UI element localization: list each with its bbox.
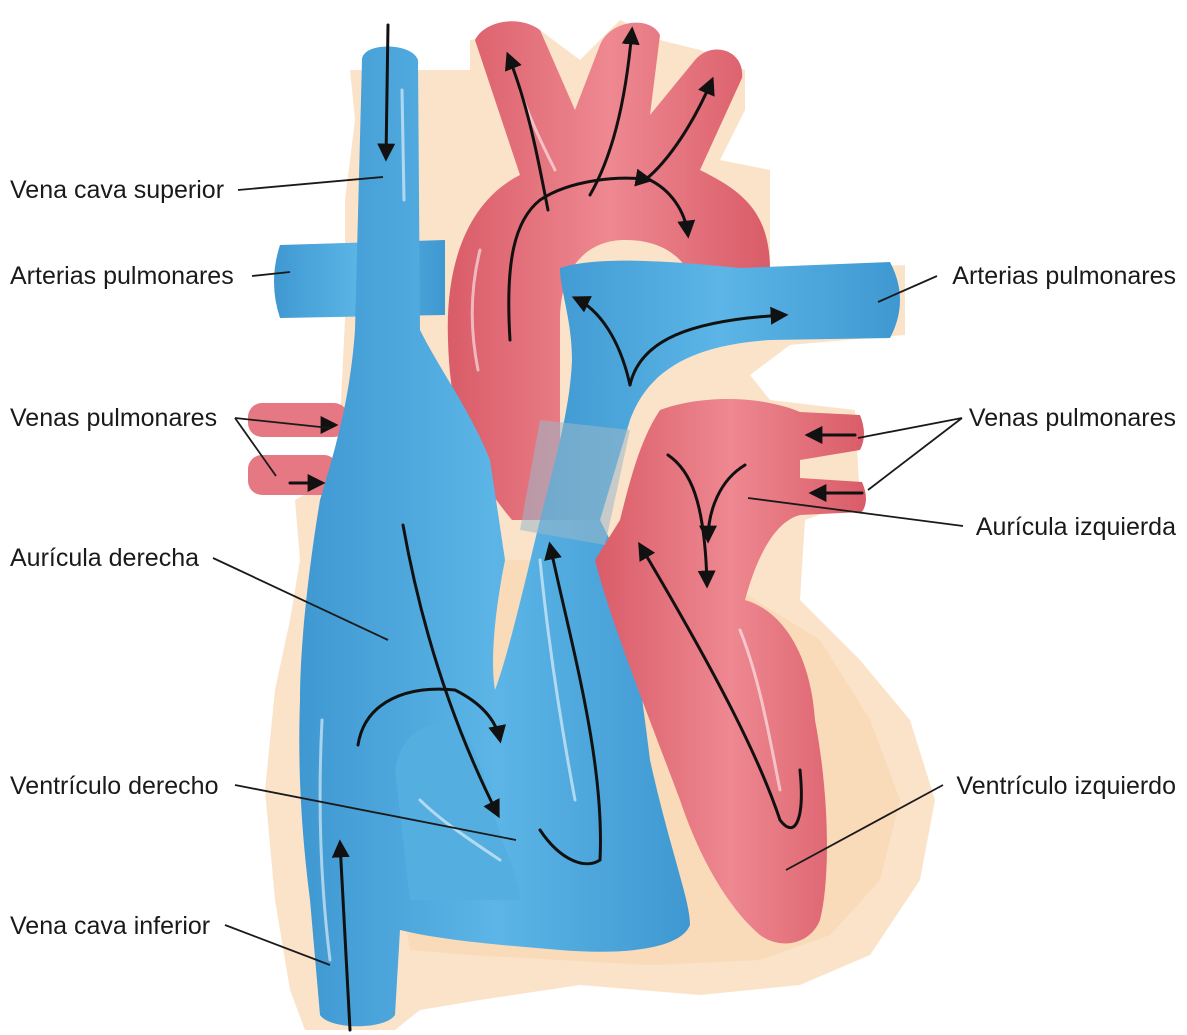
label-vena-cava-superior: Vena cava superior [10, 176, 224, 204]
label-arterias-pulmonares-right: Arterias pulmonares [952, 262, 1176, 290]
label-venas-pulmonares-left: Venas pulmonares [10, 404, 217, 432]
label-ventriculo-izquierdo: Ventrículo izquierdo [956, 772, 1176, 800]
label-auricula-izquierda: Aurícula izquierda [976, 513, 1176, 541]
label-vena-cava-inferior: Vena cava inferior [10, 912, 210, 940]
label-venas-pulmonares-right: Venas pulmonares [969, 404, 1176, 432]
label-ventriculo-derecho: Ventrículo derecho [10, 772, 218, 800]
label-auricula-derecha: Aurícula derecha [10, 544, 199, 572]
label-arterias-pulmonares-left: Arterias pulmonares [10, 262, 234, 290]
